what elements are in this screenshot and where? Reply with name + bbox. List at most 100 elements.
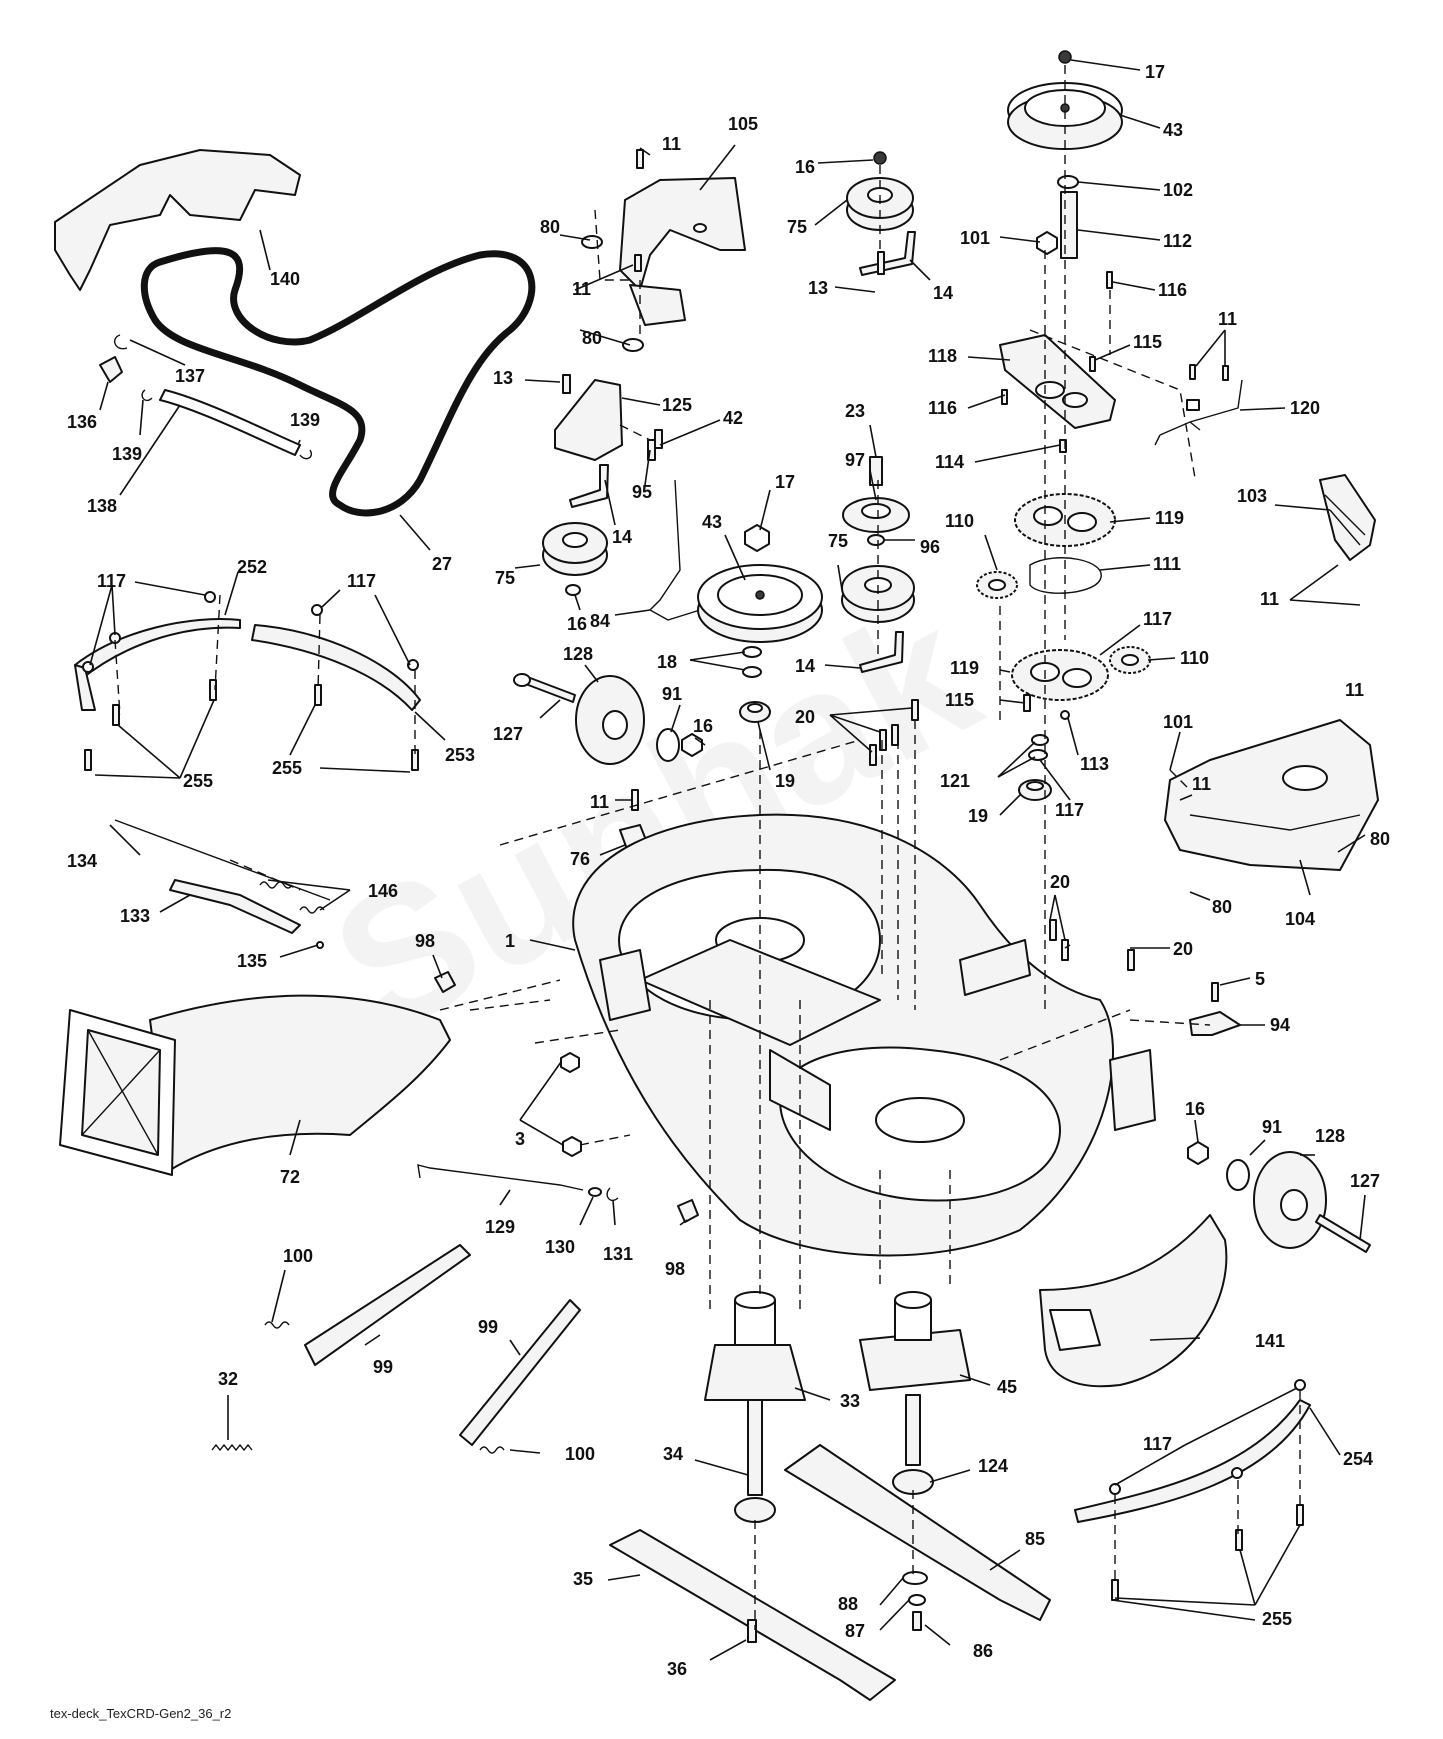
- callout-105: 105: [728, 114, 758, 134]
- callout-103: 103: [1237, 486, 1267, 506]
- callout-101: 101: [960, 228, 990, 248]
- callout-91: 91: [1262, 1117, 1282, 1137]
- callout-253: 253: [445, 745, 475, 765]
- callout-91: 91: [662, 684, 682, 704]
- part-120-linkage: [1154, 379, 1243, 446]
- part-5-bolt: [1211, 982, 1219, 1002]
- callout-11: 11: [1345, 680, 1364, 700]
- part-91-washer-right: [1226, 1159, 1250, 1191]
- part-105-bracket: [619, 177, 746, 291]
- callout-134: 134: [67, 851, 97, 871]
- callout-117: 117: [97, 571, 126, 591]
- callout-127: 127: [493, 724, 523, 744]
- callout-102: 102: [1163, 180, 1193, 200]
- callout-11: 11: [1192, 774, 1211, 794]
- callout-113: 113: [1080, 754, 1109, 774]
- callout-11: 11: [572, 279, 591, 299]
- part-3-nut-lower: [562, 1136, 582, 1157]
- callout-14: 14: [612, 527, 632, 547]
- callout-146: 146: [368, 881, 398, 901]
- callout-3: 3: [515, 1129, 525, 1149]
- callout-80: 80: [582, 328, 602, 348]
- part-101-nut: [1036, 231, 1058, 255]
- callout-72: 72: [280, 1167, 300, 1187]
- assembly-lines: [114, 65, 1301, 1630]
- callout-116: 116: [1158, 280, 1187, 300]
- part-118-plate: [999, 334, 1116, 429]
- leader-lines: [89, 59, 1366, 1661]
- part-14-arm-center: [859, 631, 904, 673]
- callout-112: 112: [1163, 231, 1192, 251]
- callout-99: 99: [373, 1357, 393, 1377]
- callout-16: 16: [567, 614, 587, 634]
- callout-99: 99: [478, 1317, 498, 1337]
- part-139-clamp-right: [299, 449, 312, 460]
- callout-128: 128: [563, 644, 593, 664]
- part-125-bracket: [554, 379, 623, 461]
- part-3-nut-upper: [560, 1052, 580, 1073]
- callout-80: 80: [1370, 829, 1390, 849]
- callout-14: 14: [933, 283, 953, 303]
- part-102-washer: [1057, 175, 1079, 189]
- callout-141: 141: [1255, 1331, 1285, 1351]
- part-97-pulley: [842, 497, 910, 533]
- diagram-footer-id: tex-deck_TexCRD-Gen2_36_r2: [50, 1706, 232, 1721]
- part-32-spring: [211, 1443, 253, 1452]
- callout-23: 23: [845, 401, 865, 421]
- part-19-bearing-right: [1018, 779, 1052, 801]
- callout-120: 120: [1290, 398, 1320, 418]
- callout-75: 75: [828, 531, 848, 551]
- callout-119: 119: [950, 658, 979, 678]
- callout-111: 111: [1153, 554, 1181, 574]
- callout-80: 80: [540, 217, 560, 237]
- part-139-clamp-left: [141, 389, 153, 402]
- callout-labels: 17 43 102 112 101 116 11 115 118 116 120…: [67, 62, 1390, 1679]
- part-75-idler-left: [542, 522, 608, 576]
- callout-18: 18: [657, 652, 677, 672]
- part-112-shaft: [1060, 191, 1078, 259]
- callout-117: 117: [1143, 1434, 1172, 1454]
- callout-139: 139: [112, 444, 142, 464]
- part-119-gear-lower: [1011, 649, 1109, 701]
- callout-130: 130: [545, 1237, 575, 1257]
- part-14-arm-top: [859, 231, 916, 276]
- callout-101: 101: [1163, 712, 1193, 732]
- callout-75: 75: [495, 568, 515, 588]
- callout-255: 255: [183, 771, 213, 791]
- part-100-spring-lower: [479, 1446, 505, 1454]
- part-104-pulley-cover: [1164, 719, 1379, 871]
- callout-98: 98: [415, 931, 435, 951]
- callout-11: 11: [590, 792, 609, 812]
- callout-254: 254: [1343, 1449, 1373, 1469]
- callout-5: 5: [1255, 969, 1265, 989]
- callout-20: 20: [1050, 872, 1070, 892]
- part-17-nut: [1058, 50, 1072, 64]
- part-128-wheel-left: [575, 675, 645, 765]
- callout-88: 88: [838, 1594, 858, 1614]
- callout-96: 96: [920, 537, 940, 557]
- callout-100: 100: [565, 1444, 595, 1464]
- callout-20: 20: [795, 707, 815, 727]
- part-140-belt-cover: [54, 149, 301, 291]
- callout-32: 32: [218, 1369, 238, 1389]
- part-85-blade-right: [784, 1444, 1051, 1621]
- part-35-blade-left: [609, 1529, 896, 1701]
- callout-11: 11: [662, 134, 681, 154]
- callout-139: 139: [290, 410, 320, 430]
- callout-36: 36: [667, 1659, 687, 1679]
- callout-19: 19: [968, 806, 988, 826]
- part-133-bracket: [169, 879, 301, 934]
- part-99-arm-lower: [459, 1299, 581, 1446]
- part-138-hose: [159, 389, 301, 456]
- part-43-middle-pulley: [697, 564, 823, 643]
- callout-13: 13: [808, 278, 828, 298]
- callout-117: 117: [1055, 800, 1084, 820]
- callout-98: 98: [665, 1259, 685, 1279]
- part-98-fitting-right: [677, 1199, 699, 1223]
- callout-20: 20: [1173, 939, 1193, 959]
- callout-124: 124: [978, 1456, 1008, 1476]
- callout-115: 115: [1133, 332, 1162, 352]
- callout-75: 75: [787, 217, 807, 237]
- callout-110: 110: [945, 511, 974, 531]
